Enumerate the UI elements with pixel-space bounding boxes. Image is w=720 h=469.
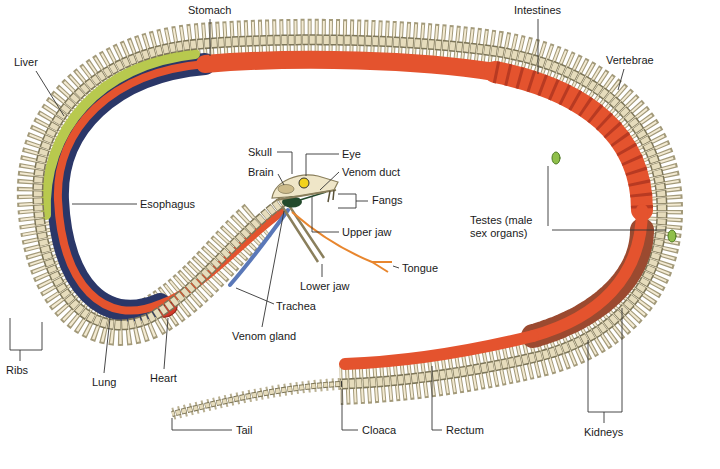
part-label: Brain: [248, 166, 274, 179]
leader-line: [342, 389, 358, 430]
part-label: Lung: [92, 376, 116, 389]
part-label: Tail: [236, 424, 253, 437]
part-label: Kidneys: [584, 426, 623, 439]
leader-line: [104, 318, 110, 373]
part-label: Ribs: [6, 364, 28, 377]
leader-line: [306, 154, 339, 176]
leader-line: [338, 194, 368, 208]
part-label: Venom duct: [342, 166, 400, 179]
head: [272, 175, 392, 272]
bracket: [10, 318, 42, 361]
leader-line: [312, 196, 339, 232]
vertebra-fill: [38, 40, 662, 384]
tail-vertebra: [172, 384, 340, 414]
leader-lines: [10, 19, 666, 430]
part-label: Skull: [248, 146, 272, 159]
part-label: Eye: [342, 148, 361, 161]
intestines-lower: [533, 210, 642, 336]
intestine-folds: [495, 72, 642, 210]
testis: [552, 152, 560, 164]
vertebrae: [38, 40, 662, 414]
leader-line: [393, 266, 399, 268]
part-label: Cloaca: [362, 424, 396, 437]
leader-line: [210, 19, 211, 56]
part-label: Fangs: [372, 194, 403, 207]
rib-fill: [38, 40, 662, 384]
tongue: [292, 212, 392, 272]
leader-line: [72, 204, 137, 205]
testis: [668, 230, 676, 242]
part-label: Upper jaw: [342, 226, 392, 239]
leader-line: [538, 19, 539, 74]
leader-line: [548, 166, 666, 230]
leader-line: [618, 69, 624, 90]
rib-outline: [38, 40, 662, 384]
tail-ribs: [172, 384, 340, 414]
liver: [46, 54, 195, 215]
leader-line: [322, 264, 323, 277]
leader-line: [278, 174, 284, 185]
intestines: [495, 72, 642, 210]
leader-line: [432, 366, 442, 430]
esophagus: [58, 64, 282, 311]
leader-line: [164, 318, 168, 369]
part-label: Venom gland: [232, 330, 296, 343]
part-label: Intestines: [514, 4, 561, 17]
part-label: Lower jaw: [300, 280, 350, 293]
part-label: Heart: [150, 372, 177, 385]
part-label: Testes (male sex organs): [470, 214, 550, 239]
eye: [299, 178, 309, 188]
ribs: [38, 40, 662, 414]
leader-line: [277, 152, 292, 174]
fangs: [328, 190, 334, 202]
vertebra-outline: [38, 40, 662, 384]
part-label: Trachea: [276, 300, 316, 313]
stomach: [205, 60, 495, 72]
part-label: Liver: [14, 56, 38, 69]
part-label: Rectum: [446, 424, 484, 437]
part-label: Tongue: [402, 262, 438, 275]
tail-vertebra-fill: [172, 384, 340, 414]
upper-jaw: [276, 190, 336, 200]
leader-line: [320, 172, 339, 190]
part-label: Esophagus: [140, 198, 195, 211]
bracket: [588, 308, 622, 423]
leader-line: [172, 418, 232, 430]
leader-line: [36, 71, 64, 116]
part-label: Stomach: [188, 4, 231, 17]
brain: [278, 185, 294, 194]
part-label: Vertebrae: [606, 54, 654, 67]
